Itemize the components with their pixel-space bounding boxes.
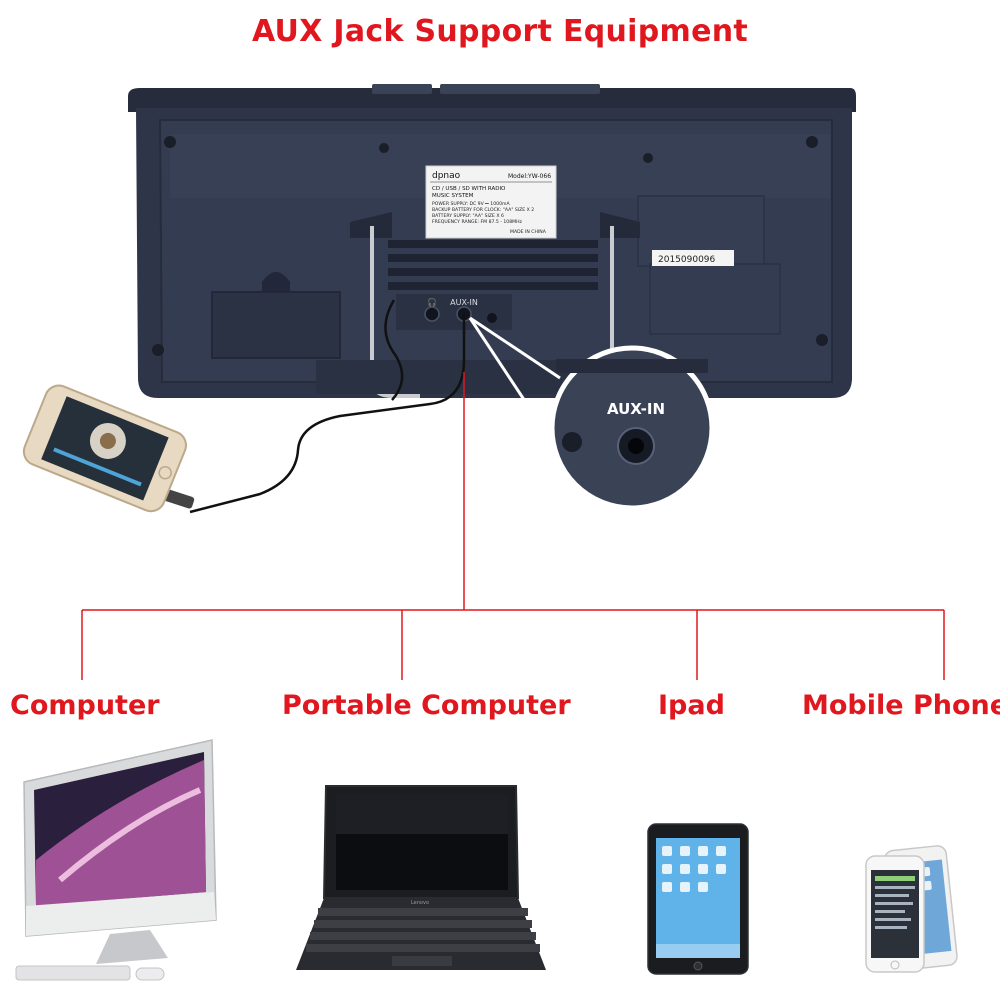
device-label-portable-computer: Portable Computer (282, 690, 571, 721)
serial-sticker: 2015090096 (652, 250, 734, 266)
svg-text:Lenovo: Lenovo (411, 900, 429, 906)
svg-text:FREQUENCY RANGE: FM 87.5 - 108: FREQUENCY RANGE: FM 87.5 - 108MHz (432, 219, 523, 225)
svg-text:POWER SUPPLY: DC 9V ⎓ 1000mA: POWER SUPPLY: DC 9V ⎓ 1000mA (432, 201, 510, 207)
smartphones-icon (865, 845, 958, 973)
brand-text: dpnao (432, 171, 461, 181)
ipad-tablet-icon (647, 823, 749, 975)
svg-text:MADE IN CHINA: MADE IN CHINA (510, 229, 547, 235)
zoom-aux-label: AUX-IN (607, 400, 665, 418)
device-label-mobile-phone: Mobile Phone (802, 690, 1000, 721)
connector-lines (81, 372, 945, 680)
device-label-computer: Computer (10, 690, 160, 721)
imac-computer-icon (15, 739, 217, 981)
svg-text:BATTERY SUPPLY: "AA" SIZE X 6: BATTERY SUPPLY: "AA" SIZE X 6 (432, 213, 504, 219)
svg-text:🎧: 🎧 (427, 297, 437, 307)
svg-text:MUSIC SYSTEM: MUSIC SYSTEM (432, 193, 474, 199)
phone-with-cable (22, 299, 466, 514)
aux-in-zoom: AUX-IN (549, 345, 715, 511)
page-title: AUX Jack Support Equipment (251, 14, 749, 49)
svg-text:CD / USB / SD WITH RADIO: CD / USB / SD WITH RADIO (432, 186, 506, 192)
svg-text:2015090096: 2015090096 (658, 255, 716, 265)
svg-text:BACKUP BATTERY FOR CLOCK: "AA": BACKUP BATTERY FOR CLOCK: "AA" SIZE X 2 (432, 207, 534, 213)
spec-label: dpnao Model:YW-066 CD / USB / SD WITH RA… (425, 165, 557, 239)
aux-jack-label: AUX-IN (450, 298, 478, 307)
device-label-ipad: Ipad (658, 690, 725, 721)
svg-text:Model:YW-066: Model:YW-066 (508, 173, 551, 180)
laptop-icon: Lenovo (296, 785, 546, 970)
